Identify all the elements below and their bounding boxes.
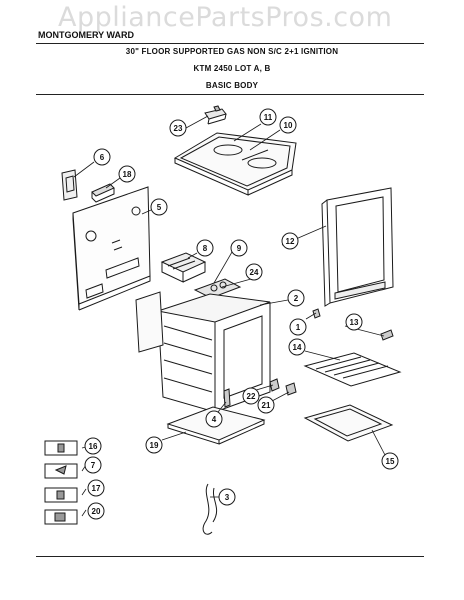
model-lot: KTM 2450 LOT A, B <box>193 64 271 73</box>
callout-6-label: 6 <box>100 153 105 162</box>
callout-7-label: 7 <box>91 461 96 470</box>
callout-1: 1 <box>289 318 307 336</box>
callout-22: 22 <box>242 387 260 405</box>
part-2-range-body <box>135 291 271 413</box>
part-8-flue <box>160 252 207 283</box>
callout-8: 8 <box>196 239 214 257</box>
callout-23-label: 23 <box>174 124 183 133</box>
header-rule-bottom <box>36 94 424 95</box>
callout-17: 17 <box>87 479 105 497</box>
part-12-door <box>321 187 394 307</box>
watermark: AppliancePartsPros.com <box>58 2 393 33</box>
part-15-broiler-pan <box>303 404 394 442</box>
callout-8-label: 8 <box>203 244 208 253</box>
header-rule-top <box>36 43 424 44</box>
model-title: 30" FLOOR SUPPORTED GAS NON S/C 2+1 IGNI… <box>125 47 339 56</box>
callout-22-label: 22 <box>247 392 256 401</box>
part-11-10-top-panel <box>173 132 297 196</box>
callout-1-label: 1 <box>296 323 301 332</box>
callout-12: 12 <box>281 232 299 250</box>
callout-11: 11 <box>259 108 277 126</box>
small-parts-legend <box>44 440 78 525</box>
callout-4: 4 <box>205 410 223 428</box>
brand-label: MONTGOMERY WARD <box>38 30 134 40</box>
callout-3: 3 <box>218 488 236 506</box>
callout-18-label: 18 <box>123 170 132 179</box>
callout-13-label: 13 <box>350 318 359 327</box>
callout-12-label: 12 <box>286 237 295 246</box>
callout-20: 20 <box>87 502 105 520</box>
callout-16-label: 16 <box>89 442 98 451</box>
callout-18: 18 <box>118 165 136 183</box>
callout-21: 21 <box>257 396 275 414</box>
callout-5-label: 5 <box>157 203 162 212</box>
callout-24-label: 24 <box>250 268 259 277</box>
callout-9: 9 <box>230 239 248 257</box>
callout-19: 19 <box>145 436 163 454</box>
part-5-back-panel <box>72 186 151 311</box>
callout-20-label: 20 <box>92 507 101 516</box>
callout-5: 5 <box>150 198 168 216</box>
callout-3-label: 3 <box>225 493 230 502</box>
footer-rule <box>36 556 424 557</box>
part-1-knob <box>312 308 321 319</box>
callout-23: 23 <box>169 119 187 137</box>
callout-9-label: 9 <box>237 244 242 253</box>
part-14-rack <box>303 352 402 387</box>
callout-2: 2 <box>287 289 305 307</box>
callout-4-label: 4 <box>212 415 217 424</box>
callout-11-label: 11 <box>264 113 273 122</box>
callouts: 23 11 10 6 18 5 12 8 9 24 2 1 13 14 4 22… <box>84 108 399 520</box>
callout-10: 10 <box>279 116 297 134</box>
callout-21-label: 21 <box>262 401 271 410</box>
part-18-block <box>91 183 115 203</box>
callout-16: 16 <box>84 437 102 455</box>
callout-15: 15 <box>381 452 399 470</box>
callout-2-label: 2 <box>294 294 299 303</box>
section-title: BASIC BODY <box>205 81 259 90</box>
callout-13: 13 <box>345 313 363 331</box>
callout-10-label: 10 <box>284 121 293 130</box>
part-6-cover <box>61 169 78 201</box>
callout-6: 6 <box>93 148 111 166</box>
callout-17-label: 17 <box>92 484 101 493</box>
callout-14: 14 <box>288 338 306 356</box>
part-22-21-valves <box>269 378 297 396</box>
callout-14-label: 14 <box>293 343 302 352</box>
part-3-wire <box>202 483 218 535</box>
callout-24: 24 <box>245 263 263 281</box>
callout-19-label: 19 <box>150 441 159 450</box>
part-13-igniter <box>380 329 394 341</box>
part-4-bracket <box>223 388 231 408</box>
callout-7: 7 <box>84 456 102 474</box>
callout-15-label: 15 <box>386 457 395 466</box>
part-23-bracket <box>204 105 227 125</box>
